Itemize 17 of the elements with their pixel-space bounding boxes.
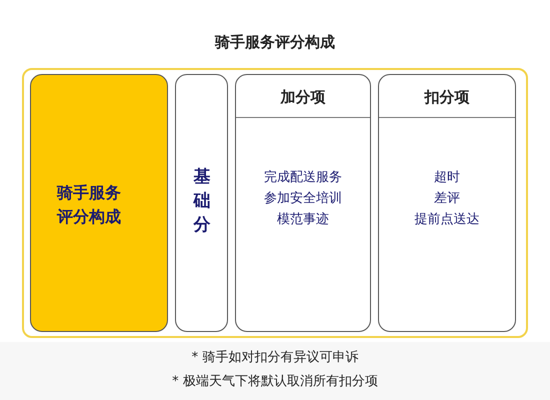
category-box	[175, 74, 228, 332]
list-item: 完成配送服务	[263, 169, 343, 186]
footnote: * 极端天气下将默认取消所有扣分项	[171, 373, 379, 390]
category-box	[30, 74, 168, 332]
list-item: 超时	[433, 169, 461, 186]
title: 骑手服务评分构成	[214, 33, 336, 52]
list-item: 提前点送达	[414, 211, 480, 228]
category-box	[378, 74, 516, 332]
footnote: * 骑手如对扣分有异议可申诉	[190, 349, 360, 366]
list-item: 差评	[433, 190, 461, 207]
category-box	[235, 74, 371, 332]
box-label: 骑手服务评分构成	[57, 182, 122, 228]
column-heading: 扣分项	[423, 88, 470, 107]
box-label: 基础分	[192, 166, 212, 237]
list-item: 模范事迹	[276, 211, 330, 228]
column-heading: 加分项	[279, 88, 326, 107]
list-item: 参加安全培训	[263, 190, 343, 207]
